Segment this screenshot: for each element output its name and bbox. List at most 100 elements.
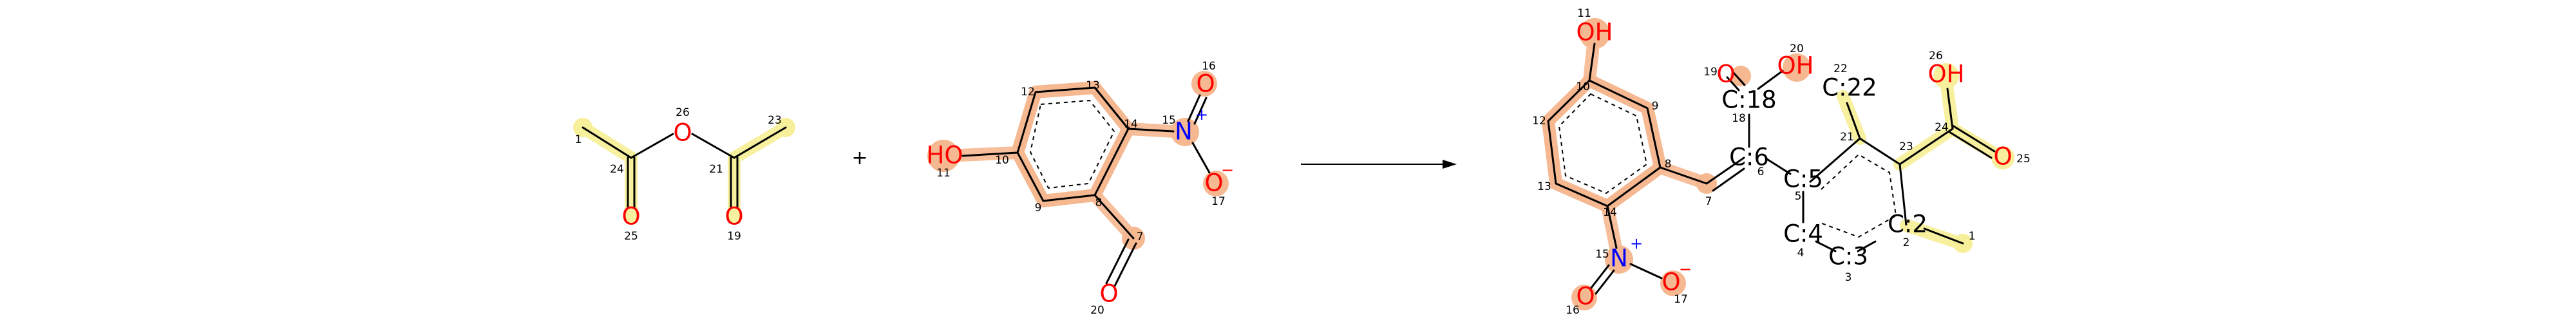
carbonyl-double-bond	[1948, 131, 1993, 159]
atom-number: 11	[936, 167, 951, 180]
atom-number: 21	[709, 163, 723, 176]
mapped-carbon-5: C:5	[1783, 166, 1823, 193]
highlight-atom-20	[1783, 53, 1811, 82]
oxygen-atom-17: O	[1204, 169, 1223, 197]
bond	[1094, 194, 1135, 240]
nitro-double-bond	[1193, 97, 1208, 125]
bond	[1815, 240, 1837, 252]
carbonyl-double-bond	[1732, 71, 1746, 86]
hydroxyl-group: HO	[927, 142, 963, 169]
atom-number: 24	[1935, 121, 1949, 134]
atom-number: 4	[1797, 247, 1804, 260]
mapped-carbon-2: C:2	[1888, 211, 1927, 238]
atom-number: 8	[1095, 196, 1103, 209]
bond	[1846, 102, 1861, 140]
nitrogen-atom: N	[1610, 245, 1628, 272]
aromatic-inner-ring-2	[1818, 153, 1897, 238]
highlight-atom-15	[1605, 245, 1633, 274]
bond	[1606, 205, 1618, 249]
negative-charge: −	[1679, 260, 1692, 278]
atom-number: 26	[676, 106, 690, 119]
product-molecule: OH OH O OH O N + O O − C:18 C:6 C:5 C:22…	[1532, 7, 2031, 317]
reaction-arrow	[1301, 160, 1457, 169]
mapped-carbon-18: C:18	[1721, 86, 1776, 114]
atom-number: 9	[1035, 202, 1042, 214]
oxygen-atom-16: O	[1576, 283, 1595, 310]
atom-number: 5	[1795, 190, 1802, 203]
mapped-carbon-3: C:3	[1828, 243, 1868, 270]
atom-number: 25	[624, 230, 638, 243]
positive-charge: +	[1630, 234, 1643, 252]
atom-number: 8	[1665, 158, 1672, 171]
highlight-atom-19	[1730, 66, 1751, 86]
atom-number: 19	[1703, 66, 1718, 79]
nitrogen-atom: N	[1175, 118, 1193, 146]
atom-number: 17	[1211, 195, 1226, 208]
bond	[1659, 166, 1708, 185]
atom-number: 24	[610, 163, 624, 176]
atom-number: 20	[1090, 304, 1104, 317]
bond	[961, 151, 1019, 157]
atom-number: 22	[1833, 62, 1848, 75]
oxygen-atom-25: O	[1993, 143, 2012, 171]
mapped-carbon-4: C:4	[1783, 220, 1823, 248]
atom-number: 14	[1603, 206, 1617, 219]
bond	[1757, 70, 1784, 90]
double-bond	[1113, 242, 1137, 289]
atom-number: 25	[2016, 153, 2031, 166]
atom-number: 2	[1903, 236, 1910, 249]
nitro-double-bond	[1595, 269, 1615, 295]
oxygen-atom-16: O	[1196, 70, 1215, 98]
plus-sign: +	[851, 147, 867, 169]
atom-number: 14	[1124, 118, 1138, 131]
atom-number: 26	[1929, 50, 1943, 62]
bond	[691, 133, 735, 159]
highlight-atom-26	[1933, 63, 1959, 89]
bond	[1629, 263, 1663, 279]
atom-number: 1	[1969, 230, 1976, 243]
atom-number: 23	[1899, 140, 1913, 153]
reactant-hydroxy-nitrobenzaldehyde: HO N + O O − O 11 10 12 13 14 15 16 17 9…	[927, 60, 1235, 317]
atom-number: 13	[1537, 180, 1551, 193]
highlight-atom-11	[927, 140, 960, 172]
highlight-atom-15	[1171, 118, 1199, 146]
highlight-atom-17	[1203, 171, 1229, 196]
highlight-atom-11	[1579, 18, 1610, 49]
oxygen-atom-19: O	[1716, 61, 1735, 88]
highlight-bond-2-1	[1900, 219, 1967, 250]
bond	[1588, 43, 1596, 82]
atom-number: 16	[1202, 60, 1216, 73]
atom-number: 15	[1595, 248, 1609, 261]
mapped-carbon-6: C:6	[1729, 144, 1769, 171]
nitro-double-bond	[1187, 94, 1201, 122]
acid-hydroxyl-20: OH	[1777, 52, 1814, 80]
bond	[1899, 128, 1954, 166]
atom-number: 20	[1790, 43, 1804, 55]
double-bond	[1105, 238, 1130, 285]
aromatic-inner-ring	[1029, 99, 1115, 189]
bond	[630, 133, 674, 159]
oxygen-atom-20: O	[1099, 280, 1118, 308]
carbonyl-double-bond	[1726, 76, 1740, 91]
oxygen-atom-25: O	[621, 203, 640, 231]
vinyl-bond	[1705, 156, 1745, 185]
arrow-head	[1443, 160, 1457, 169]
highlight-atom-16	[1571, 285, 1597, 310]
carbonyl-double-bond	[1951, 124, 1996, 153]
bond	[1923, 227, 1964, 245]
atom-number: 16	[1566, 304, 1580, 317]
nitro-double-bond	[1589, 264, 1610, 290]
bond	[582, 126, 632, 159]
highlight-atom-25	[1991, 146, 2014, 169]
bond	[1946, 88, 1954, 130]
atom-number: 3	[1845, 271, 1852, 284]
atom-number: 10	[995, 154, 1009, 167]
bond	[1765, 157, 1792, 175]
oxygen-atom-26: O	[673, 119, 692, 147]
bond	[1191, 142, 1211, 174]
atom-number: 12	[1021, 86, 1035, 99]
acid-hydroxyl-26: OH	[1928, 61, 1965, 88]
atom-number: 13	[1086, 79, 1100, 92]
atom-number: 17	[1674, 293, 1688, 306]
highlight-atom-16	[1191, 71, 1217, 97]
